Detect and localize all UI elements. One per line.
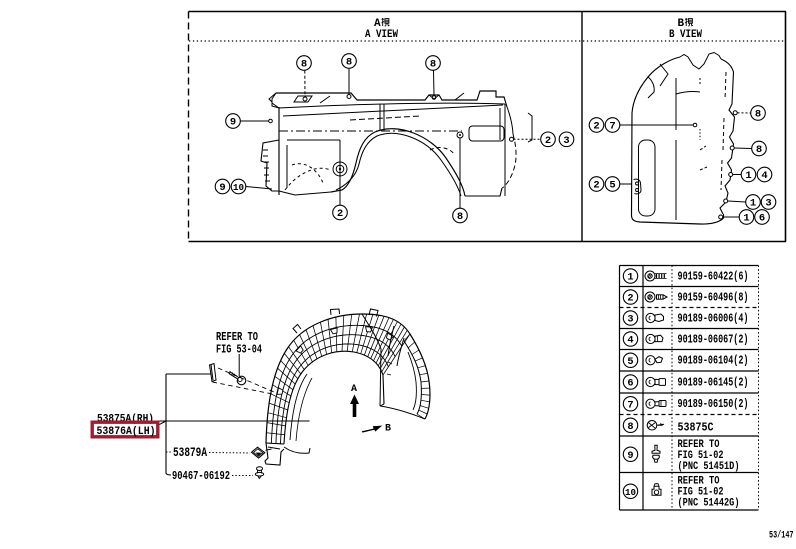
- svg-text:REFER TO: REFER TO: [678, 476, 720, 488]
- svg-text:FIG 53-04: FIG 53-04: [216, 343, 262, 357]
- svg-text:FIG 51-02: FIG 51-02: [678, 487, 724, 499]
- svg-text:90189-06006(4): 90189-06006(4): [678, 312, 749, 325]
- svg-text:1: 1: [750, 198, 756, 210]
- svg-text:B: B: [385, 424, 391, 435]
- svg-text:(PNC 51451D): (PNC 51451D): [678, 461, 740, 473]
- svg-text:7: 7: [609, 121, 615, 133]
- svg-text:1: 1: [743, 213, 749, 225]
- svg-text:4: 4: [761, 170, 767, 182]
- svg-text:90467-06192: 90467-06192: [172, 470, 230, 483]
- svg-text:FIG 51-02: FIG 51-02: [678, 450, 724, 462]
- svg-text:6: 6: [759, 213, 765, 225]
- svg-text:53876A(LH): 53876A(LH): [97, 426, 156, 438]
- svg-text:A VIEW: A VIEW: [365, 29, 398, 41]
- svg-text:2: 2: [545, 135, 551, 147]
- svg-text:A: A: [374, 18, 381, 30]
- svg-text:90189-06067(2): 90189-06067(2): [678, 333, 749, 346]
- svg-text:(PNC 51442G): (PNC 51442G): [678, 498, 740, 510]
- svg-text:90159-60422(6): 90159-60422(6): [678, 270, 749, 283]
- svg-text:B VIEW: B VIEW: [669, 29, 702, 41]
- svg-text:90189-06150(2): 90189-06150(2): [678, 398, 749, 411]
- svg-text:8: 8: [756, 144, 762, 156]
- svg-text:10: 10: [233, 182, 244, 193]
- svg-text:3: 3: [563, 135, 569, 147]
- svg-text:3: 3: [627, 314, 633, 326]
- svg-text:53/147: 53/147: [769, 530, 794, 542]
- svg-text:B: B: [678, 18, 685, 30]
- svg-text:8: 8: [457, 211, 463, 223]
- svg-text:9: 9: [230, 117, 236, 129]
- svg-text:9: 9: [219, 182, 225, 194]
- svg-text:9: 9: [627, 450, 633, 462]
- svg-text:10: 10: [625, 487, 636, 498]
- svg-text:4: 4: [627, 335, 633, 347]
- svg-text:6: 6: [627, 378, 633, 390]
- svg-text:REFER TO: REFER TO: [216, 330, 258, 344]
- svg-text:5: 5: [609, 180, 615, 192]
- svg-text:90189-06145(2): 90189-06145(2): [678, 376, 749, 389]
- svg-text:8: 8: [430, 59, 436, 71]
- svg-text:8: 8: [301, 59, 307, 71]
- svg-text:7: 7: [627, 399, 633, 411]
- svg-text:8: 8: [627, 421, 633, 433]
- svg-text:A: A: [351, 384, 357, 395]
- svg-text:2: 2: [593, 180, 599, 192]
- svg-text:1: 1: [627, 272, 633, 284]
- svg-text:8: 8: [346, 57, 352, 69]
- svg-text:2: 2: [627, 293, 633, 305]
- svg-text:90159-60496(8): 90159-60496(8): [678, 291, 749, 304]
- svg-text:1: 1: [745, 170, 751, 182]
- svg-text:53879A: 53879A: [173, 446, 207, 460]
- svg-text:90189-06104(2): 90189-06104(2): [678, 355, 749, 368]
- svg-text:2: 2: [593, 121, 599, 133]
- svg-text:8: 8: [755, 109, 761, 121]
- svg-text:REFER TO: REFER TO: [678, 439, 720, 451]
- svg-text:3: 3: [765, 198, 771, 210]
- svg-text:5: 5: [627, 356, 633, 368]
- svg-text:53875C: 53875C: [678, 421, 714, 435]
- svg-text:2: 2: [337, 208, 343, 220]
